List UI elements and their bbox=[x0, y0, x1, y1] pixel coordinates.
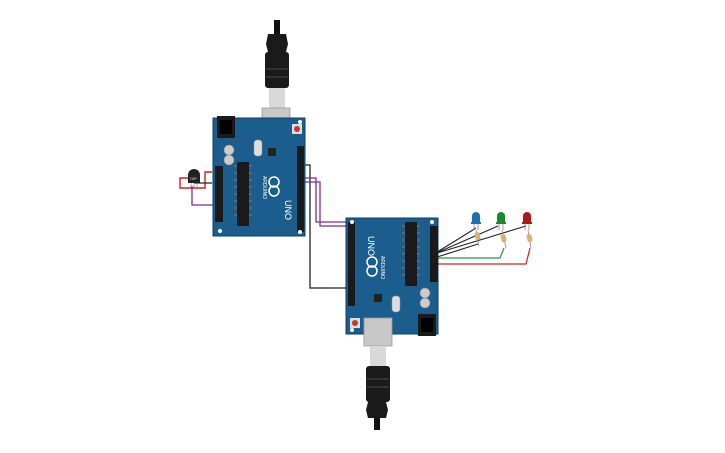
wire-purple-serial-1[interactable] bbox=[302, 177, 352, 223]
led-red[interactable] bbox=[522, 212, 532, 230]
power-header-top[interactable] bbox=[215, 166, 223, 222]
wire-purple-serial-2[interactable] bbox=[302, 181, 352, 227]
resistor-1[interactable] bbox=[474, 229, 481, 247]
arduino-logo-bottom bbox=[366, 256, 378, 277]
wire-purple-sensor[interactable] bbox=[191, 186, 215, 206]
usb-cable-top[interactable] bbox=[261, 20, 291, 137]
wire-black-led-blue[interactable] bbox=[433, 227, 477, 255]
led-blue[interactable] bbox=[471, 212, 481, 230]
wire-black-led-red[interactable] bbox=[433, 225, 527, 255]
digital-header-bottom[interactable] bbox=[348, 222, 355, 306]
atmega-chip-bottom bbox=[405, 222, 417, 286]
arduino-top[interactable]: UNO ARDUINO bbox=[212, 116, 306, 237]
resistor-2[interactable] bbox=[500, 229, 507, 249]
sensor-label: TMP bbox=[190, 177, 198, 181]
digital-header-top[interactable] bbox=[297, 146, 304, 232]
board-top-brand-label: ARDUINO bbox=[261, 176, 267, 199]
led-green[interactable] bbox=[496, 212, 506, 230]
resistor-3[interactable] bbox=[526, 229, 533, 249]
board-bottom-brand-label: ARDUINO bbox=[379, 256, 385, 279]
usb-cable-bottom[interactable] bbox=[363, 317, 393, 430]
atmega-chip-top bbox=[237, 162, 249, 226]
board-bottom-uno-label: UNO bbox=[366, 236, 376, 256]
power-header-bottom[interactable] bbox=[430, 226, 438, 282]
wire-black-led-extra[interactable] bbox=[433, 243, 479, 259]
arduino-bottom[interactable]: UNO ARDUINO bbox=[345, 217, 439, 336]
board-top-uno-label: UNO bbox=[283, 200, 293, 220]
wire-black-led-green[interactable] bbox=[433, 225, 499, 255]
temperature-sensor[interactable]: TMP bbox=[188, 169, 200, 187]
arduino-logo-top bbox=[268, 176, 280, 197]
